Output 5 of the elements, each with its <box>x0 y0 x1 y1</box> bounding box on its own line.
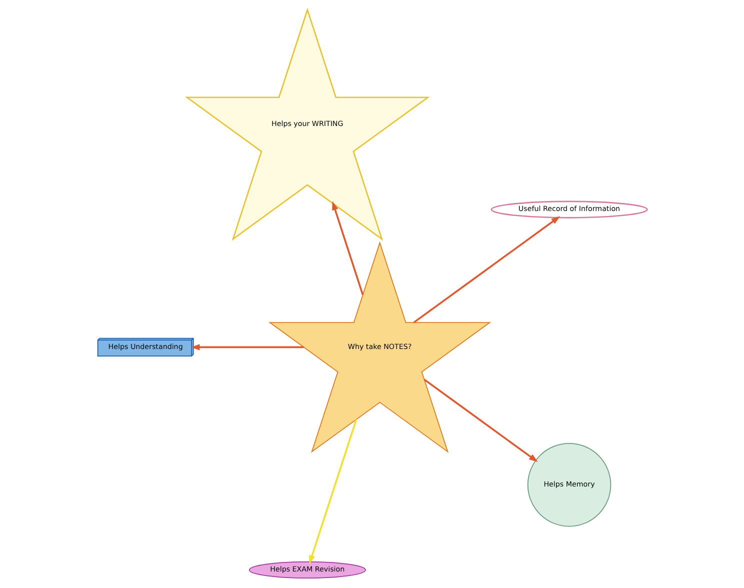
arrow <box>308 419 357 564</box>
arrow <box>190 344 304 350</box>
arrow <box>423 378 538 462</box>
arrow <box>332 201 364 296</box>
arrow <box>412 216 560 324</box>
